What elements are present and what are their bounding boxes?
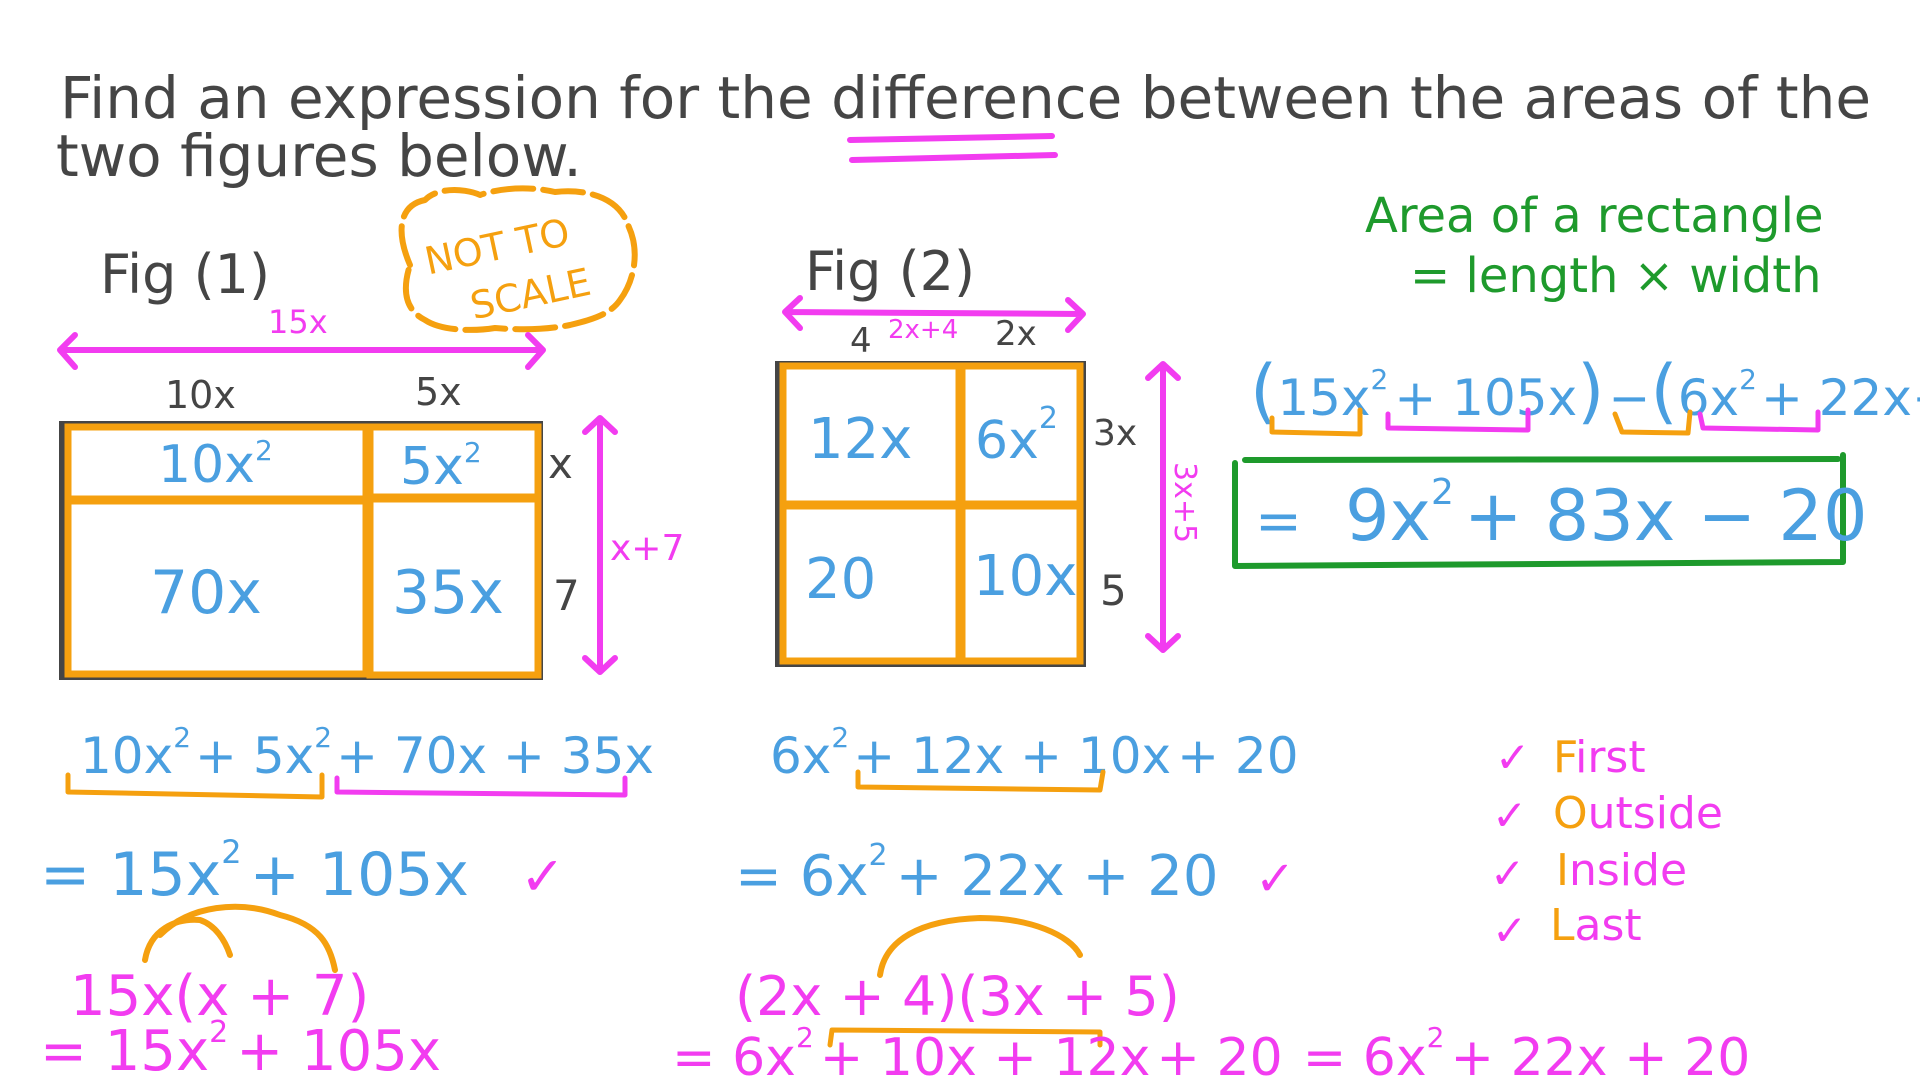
fig1-cell-outline-3 [64,497,370,678]
formula-line-1: Area of a rectangle [1365,188,1824,244]
not-to-scale-note: NOT TO SCALE [398,185,638,333]
bracket-x-fig1 [1385,407,1531,433]
foil-item-outside: ✓ Outside [1492,788,1723,840]
area-formula: Area of a rectangle = length × width [1365,188,1824,304]
fig2-height-arrow [1145,361,1181,653]
difference-line: (15x2+ 105x)−(6x2+ 22x+ 20) [1250,350,1920,432]
fig1-row-label-2: 7 [553,571,580,620]
fig2-cell-3: 20 [805,547,876,612]
svg-text:Outside: Outside [1553,788,1723,839]
fig2-expanded: = 6x2+ 10x + 12x+ 20= 6x2+ 22x + 20 [672,1021,1750,1080]
foil-item-inside: ✓ Inside [1490,845,1687,898]
fig1-height-arrow [582,415,618,675]
foil-rest: nside [1569,845,1687,896]
foil-checklist: ✓ First ✓ Outside ✓ Inside ✓ Last [1490,732,1723,955]
answer-box-outline [1232,452,1846,569]
check-icon: ✓ [1490,849,1525,898]
fig2-working: 6x2+ 12x + 10x+ 20 = 6x2+ 22x + 20 ✓ (2x… [672,721,1750,1080]
fig2-row-label-2: 5 [1100,566,1127,615]
fig1-title: Fig (1) [100,243,270,306]
fig2-height-label: 3x+5 [1167,462,1202,543]
fig2-cell-2: 6x2 [975,401,1058,471]
emphasis-difference: difference [831,64,1122,132]
fig2-expand-bracket [827,1027,1103,1048]
fig1-width-arrow [57,332,546,370]
fig2-sum: 6x2+ 12x + 10x+ 20 [770,721,1299,785]
foil-initial: I [1556,845,1569,896]
fig1-row-label-1: x [548,439,573,488]
fig2-cell-4: 10x [973,544,1077,609]
bracket-x2-fig2 [1612,409,1693,436]
fig1-sum-bracket-x2 [65,772,325,800]
svg-text:First: First [1553,732,1646,783]
fig1-height-label: x+7 [610,528,684,569]
fig1-width-label: 15x [268,303,328,341]
answer-expression: 9x2+ 83x − 20 [1345,472,1868,557]
fig1-factored: 15x(x + 7) [70,964,369,1029]
difference-expression: (15x2+ 105x)−(6x2+ 22x+ 20) [1250,350,1920,437]
fig2-cell-1: 12x [808,407,912,472]
fig2-col-label-1: 4 [850,321,872,361]
foil-item-first: ✓ First [1495,732,1646,783]
fig1-cell-outline-4 [366,495,542,679]
foil-rest: ast [1575,900,1642,951]
foil-initial: F [1553,732,1576,783]
check-icon: ✓ [1492,906,1527,955]
figure-1: Fig (1) 15x 10x 5x 10x2 5x2 70x 35x x 7 … [57,243,684,680]
fig1-cell-1: 10x2 [158,434,273,495]
difference-underline [847,133,1058,163]
answer-equals: = [1255,489,1302,554]
fig1-col-label-1: 10x [165,373,236,417]
answer-box: = 9x2+ 83x − 20 [1232,452,1868,569]
question-line-1: Find an expression for the difference be… [60,64,1871,132]
bracket-x-fig2 [1697,409,1821,433]
check-icon: ✓ [1492,791,1527,840]
foil-rest: utside [1588,788,1723,839]
fig1-cell-4: 35x [392,558,504,628]
fig2-check-mark: ✓ [1255,851,1295,907]
foil-initial: L [1550,900,1575,951]
fig2-col-label-2: 2x [995,314,1037,354]
question-line-2: two figures below. [56,122,582,190]
formula-line-2: = length × width [1410,248,1822,304]
svg-text:Last: Last [1550,900,1642,951]
fig1-expanded: = 15x2+ 105x [40,1015,441,1080]
bracket-x2-fig1 [1269,407,1363,437]
fig1-sum: 10x2+ 5x2+ 70x + 35x [80,721,654,785]
fig2-title: Fig (2) [805,240,975,303]
fig2-simplified: = 6x2+ 22x + 20 [735,838,1219,909]
figure-2: Fig (2) 4 2x+4 2x 12x 6x2 20 10x 3x 5 3x… [775,240,1202,667]
fig1-sum-bracket-x [334,775,628,798]
check-icon: ✓ [1495,733,1530,782]
fig2-cell-outline-4 [958,502,1084,665]
fig1-cell-3: 70x [150,558,262,628]
fig1-cell-2: 5x2 [400,436,482,497]
foil-initial: O [1553,788,1588,839]
fig2-width-label: 2x+4 [888,315,958,345]
fig1-working: 10x2+ 5x2+ 70x + 35x = 15x2+ 105x ✓ 15x(… [40,721,654,1080]
svg-text:Inside: Inside [1556,845,1687,896]
fig1-distribute-arcs [142,903,338,973]
fig2-width-arrow [782,295,1086,333]
fig1-check-mark: ✓ [520,845,565,908]
fig1-col-label-2: 5x [415,370,462,414]
foil-rest: irst [1575,732,1646,783]
cloud-outline [398,185,638,333]
foil-item-last: ✓ Last [1492,900,1642,955]
question: Find an expression for the difference be… [56,64,1871,190]
fig2-sum-bracket [855,769,1106,793]
fig2-row-label-1: 3x [1093,413,1137,454]
fig2-factored: (2x + 4)(3x + 5) [735,965,1180,1028]
fig1-simplified: = 15x2+ 105x [40,833,469,910]
fig2-foil-arc [877,915,1083,978]
